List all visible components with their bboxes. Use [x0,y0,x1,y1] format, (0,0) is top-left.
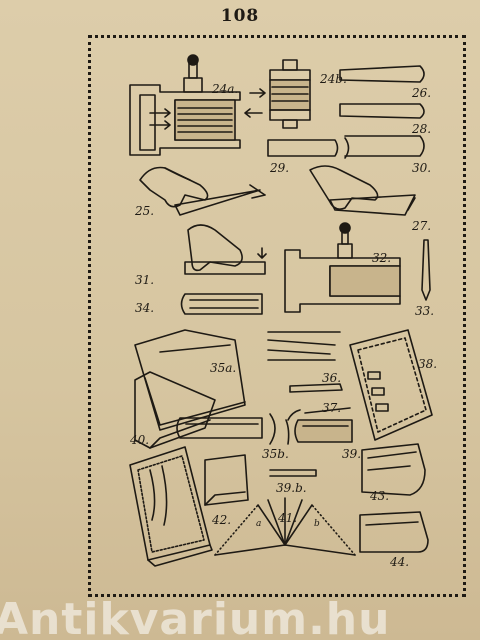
figure-40-book-block [129,446,213,567]
svg-text:31.: 31. [135,273,154,287]
svg-text:27.: 27. [411,219,431,233]
figure-36-boards: 36. [267,331,343,393]
figure-27-hand-smooth: 27. [309,165,431,233]
svg-text:35b.: 35b. [262,447,289,461]
figure-39-spine-cover: 39. [294,419,361,461]
svg-text:39.b.: 39.b. [276,481,307,495]
figure-26-spine: 26. [339,65,431,100]
figure-25-hand-fold: 25. [134,166,266,218]
figure-28-spine: 28. [339,103,431,136]
figure-30-spine: 30. [344,135,431,175]
figure-41-open-book: 41. a b [214,497,356,556]
figure-33-awl: 33. [415,239,434,318]
figure-24a-press: 24a. [129,54,263,156]
svg-text:39.: 39. [342,447,361,461]
watermark-text: Antikvarium.hu [0,600,391,640]
figure-24b-clamp: 24b. [249,59,347,129]
svg-text:29.: 29. [269,161,289,175]
svg-text:a: a [256,519,261,529]
figure-29-spine: 29. [267,137,350,175]
svg-text:b: b [314,519,320,529]
figure-32-backing-press: 32. [284,222,401,313]
figure-35a-cover: 35a. [134,329,246,431]
svg-text:36.: 36. [322,371,341,385]
svg-text:30.: 30. [412,161,431,175]
svg-text:41.: 41. [277,511,297,525]
figure-44-edge: 44. [359,511,429,569]
figure-37-hollow: 37. [285,401,351,445]
svg-text:35a.: 35a. [210,361,236,375]
svg-text:43.: 43. [369,489,389,503]
svg-text:25.: 25. [134,204,154,218]
svg-text:33.: 33. [415,304,434,318]
svg-text:34.: 34. [135,301,154,315]
figure-35b-spine: 35b. [176,413,289,461]
svg-text:44.: 44. [389,555,409,569]
page-number: 108 [220,6,260,26]
figure-40-thick-book: 40. [129,371,216,449]
figure-43-leather-corner: 43. [361,443,426,503]
svg-text:42.: 42. [211,513,231,527]
svg-text:28.: 28. [411,122,431,136]
figure-label-24a: 24a. [211,82,238,96]
figure-42-corner: 42. [204,454,249,527]
svg-text:40.: 40. [129,433,149,447]
svg-text:32.: 32. [372,251,391,265]
figure-38-book-cords: 38. [349,329,437,441]
figure-34-spine-block: 34. [135,293,263,315]
svg-text:38.: 38. [418,357,437,371]
figure-39b-strip: 39.b. [269,469,317,495]
svg-text:37.: 37. [322,401,341,415]
figure-label-24b: 24b. [319,72,347,86]
dotted-frame [88,35,466,597]
figure-31-hand-press: 31. [135,224,267,287]
svg-text:26.: 26. [411,86,431,100]
